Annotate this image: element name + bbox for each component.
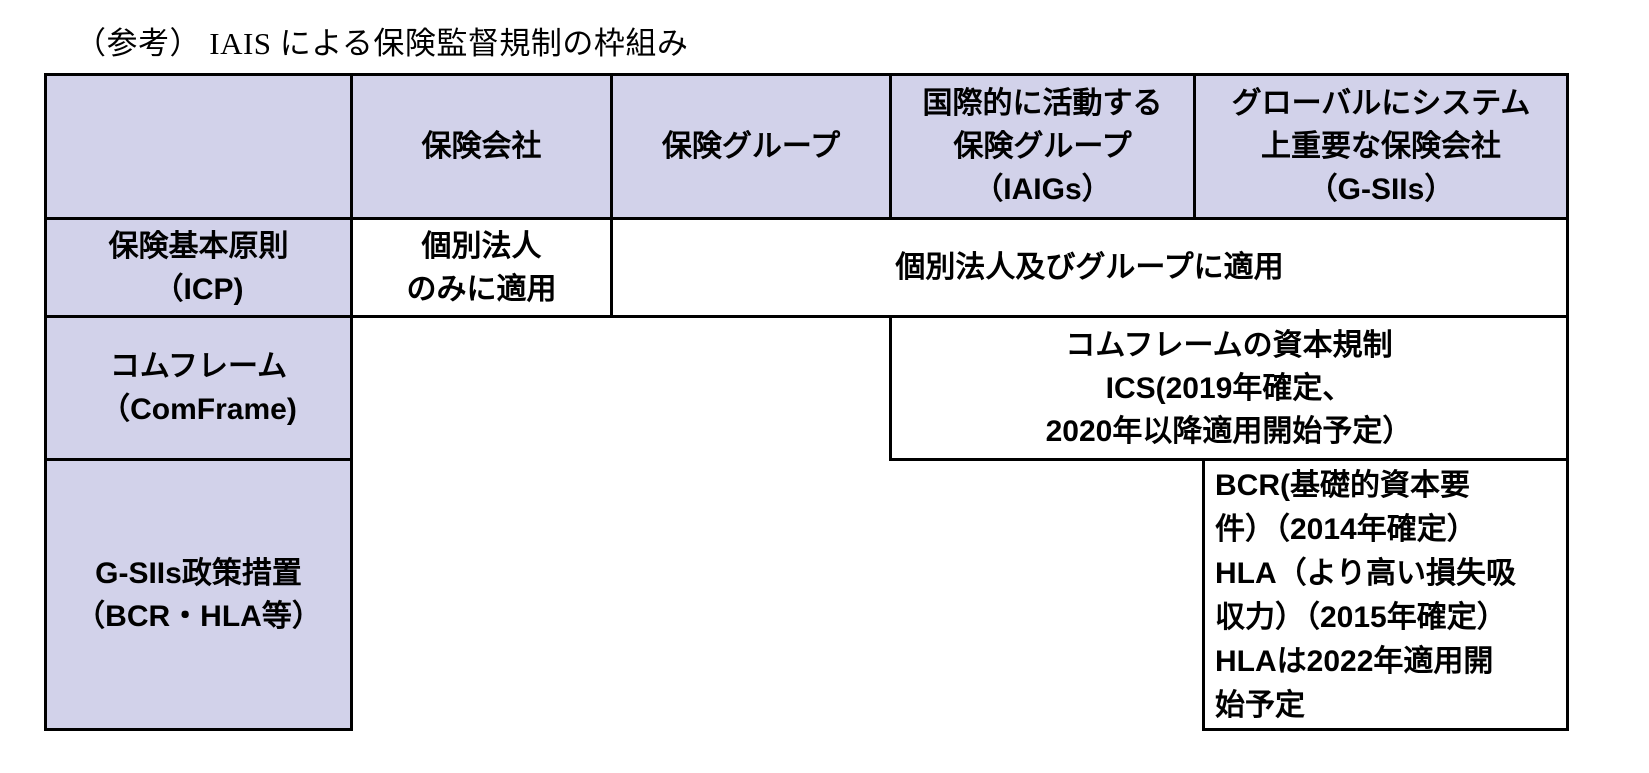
header-cell-insurance-group: 保険グループ [610, 73, 892, 220]
row-label-icp: 保険基本原則 （ICP) [44, 217, 353, 318]
row-label-comframe: コムフレーム （ComFrame) [44, 315, 353, 461]
cell-individual-only: 個別法人 のみに適用 [350, 217, 613, 318]
page-title: （参考） IAIS による保険監督規制の枠組み [75, 26, 689, 61]
header-cell-blank [44, 73, 353, 220]
cell-ics-capital-standard: コムフレームの資本規制 ICS(2019年確定、 2020年以降適用開始予定） [889, 315, 1569, 461]
cell-individual-and-group: 個別法人及びグループに適用 [610, 217, 1569, 318]
cell-bcr-hla: BCR(基礎的資本要 件）（2014年確定） HLA（より高い損失吸 収力）（2… [1202, 458, 1569, 731]
header-cell-iaigs: 国際的に活動する 保険グループ （IAIGs） [889, 73, 1196, 220]
header-cell-insurance-company: 保険会社 [350, 73, 613, 220]
row-label-gsiis-measures: G-SIIs政策措置 （BCR・HLA等） [44, 458, 353, 731]
header-cell-gsiis: グローバルにシステム 上重要な保険会社 （G-SIIs） [1193, 73, 1569, 220]
